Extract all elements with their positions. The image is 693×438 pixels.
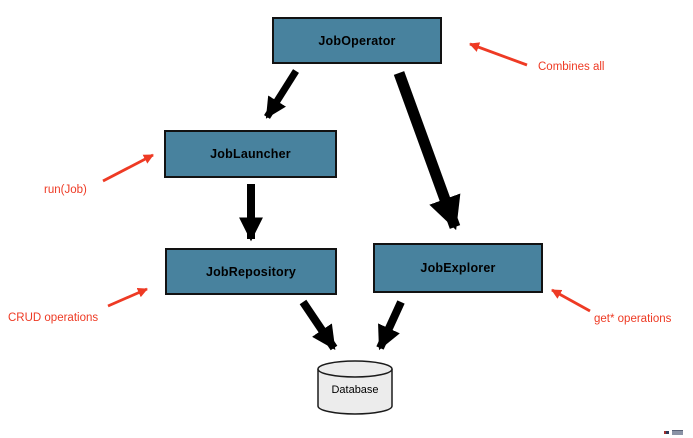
- arrow-jobrepository-to-database: [299, 299, 338, 351]
- logo-fragment-red: [664, 431, 666, 434]
- annotation-get-operations: get* operations: [594, 313, 672, 325]
- logo-fragment-navy: [666, 431, 669, 434]
- annotation-arrow-crud-operations: [107, 287, 148, 308]
- database-cylinder-body: [317, 369, 393, 415]
- node-joblauncher: JobLauncher: [164, 130, 337, 178]
- database-cylinder-top: [317, 360, 393, 378]
- node-jobexplorer: JobExplorer: [373, 243, 543, 293]
- database-label: Database: [331, 384, 379, 396]
- node-jobrepository: JobRepository: [165, 248, 337, 295]
- annotation-run-job: run(Job): [44, 184, 87, 196]
- logo-fragment-bar: [672, 430, 683, 435]
- annotation-arrow-run-job: [102, 153, 154, 183]
- node-joboperator: JobOperator: [272, 17, 442, 64]
- annotation-arrow-combines-all: [469, 42, 528, 67]
- arrow-joboperator-to-joblauncher: [264, 69, 299, 119]
- arrow-joboperator-to-jobexplorer: [393, 71, 461, 231]
- annotation-crud-operations: CRUD operations: [8, 312, 99, 324]
- annotation-combines-all: Combines all: [538, 61, 605, 73]
- annotation-arrow-get-operations: [551, 288, 591, 313]
- cropped-logo-fragment: [663, 430, 685, 435]
- arrow-jobexplorer-to-database: [376, 300, 405, 351]
